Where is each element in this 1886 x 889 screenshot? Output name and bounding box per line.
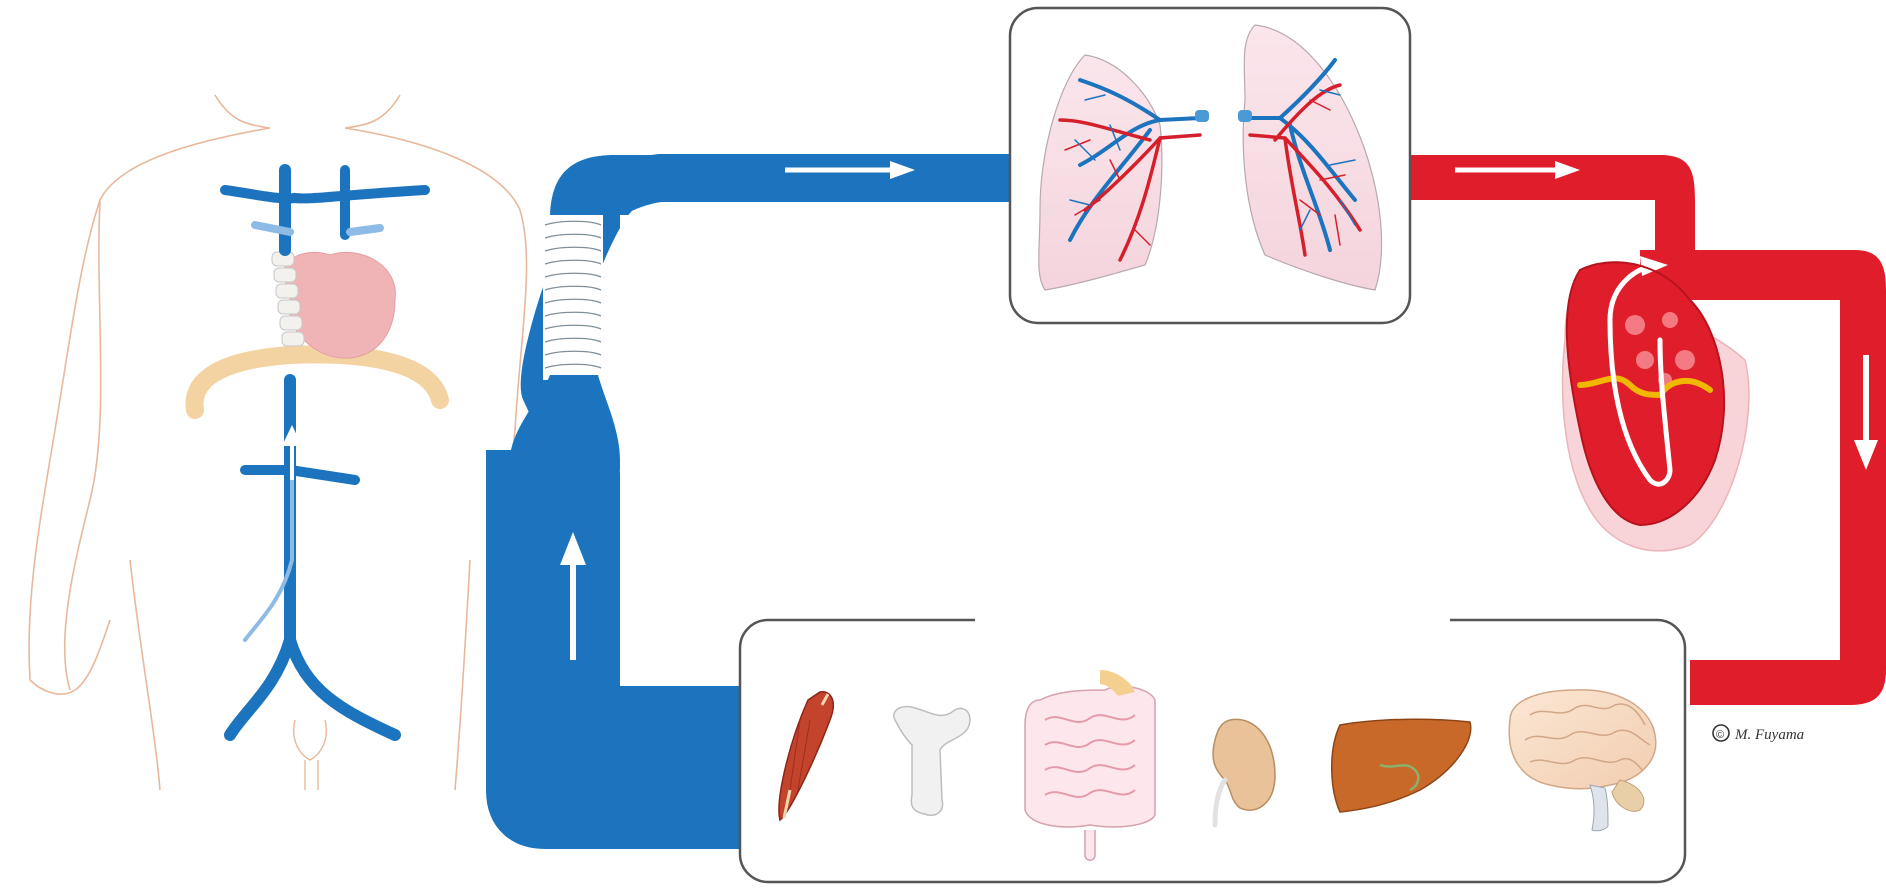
organs-panel bbox=[740, 614, 1685, 882]
human-torso-icon bbox=[29, 95, 526, 790]
diaphragm bbox=[194, 354, 440, 410]
copyright-signature: © M. Fuyama bbox=[1713, 725, 1804, 743]
heart-icon bbox=[1563, 256, 1749, 551]
loop-inner-space bbox=[620, 215, 1010, 500]
venous-trunk-body bbox=[510, 440, 620, 830]
signature-text: M. Fuyama bbox=[1734, 727, 1804, 743]
lungs-panel bbox=[1010, 8, 1410, 323]
pulmonary-artery-stub-right bbox=[1238, 110, 1252, 122]
copyright-symbol: © bbox=[1716, 729, 1724, 741]
venous-trunk-tail bbox=[610, 715, 740, 830]
pulmonary-artery-stub-left bbox=[1195, 110, 1209, 122]
venous-striped-segment bbox=[543, 215, 603, 380]
pelvis-outline bbox=[294, 720, 327, 790]
